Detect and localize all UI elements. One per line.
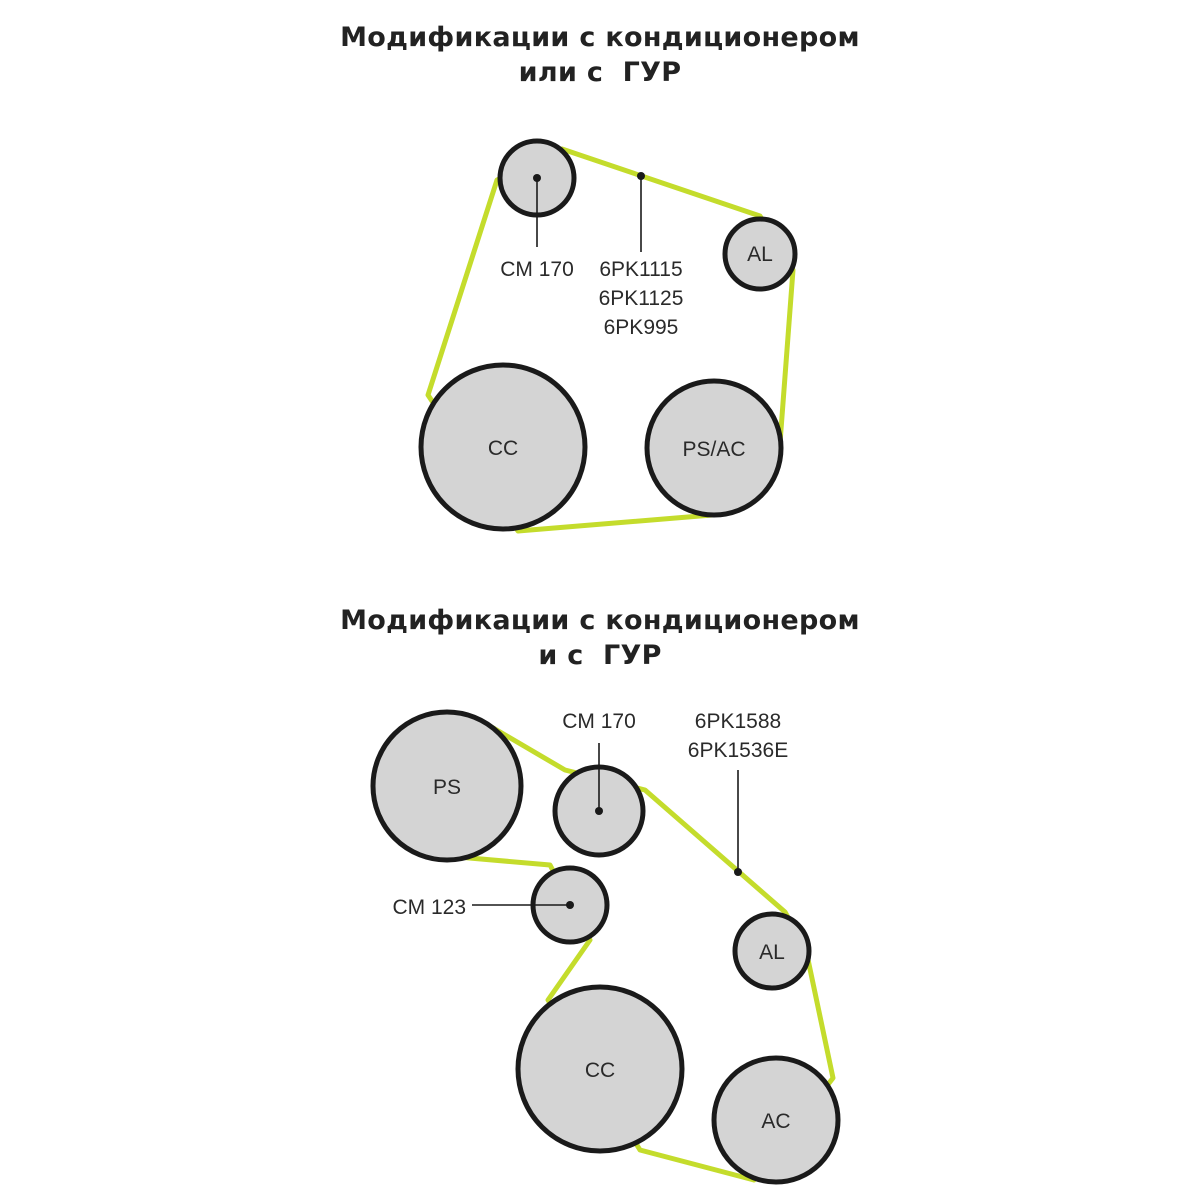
- diagram-1-pulley-al-disc: [722, 216, 798, 292]
- diagram-1-tensioner-callout: CM 170: [500, 258, 574, 281]
- diagram-2-title: Модификации с кондиционером и с ГУР: [0, 603, 1200, 673]
- diagram-2-pulley-ps-label: PS: [433, 776, 461, 799]
- diagram-1-pulley-psac-disc: [644, 378, 784, 518]
- diagram-2-pulley-al: AL: [732, 911, 812, 991]
- diagram-2-pulley-cc-disc: [515, 984, 685, 1154]
- diagram-2-pulley-al-label: AL: [759, 941, 785, 964]
- diagram-1-pulley-al: AL: [722, 216, 798, 292]
- diagram-2-pulley-al-disc: [732, 911, 812, 991]
- diagram-2-pulley-ac-disc: [711, 1055, 841, 1185]
- diagram-1-pulley-cc-label: CC: [488, 437, 518, 460]
- diagram-2-pulley-cc-label: CC: [585, 1059, 615, 1082]
- diagram-2-pulley-ps-disc: [370, 709, 524, 863]
- diagram-1-belt-callout-3: 6PK995: [604, 316, 679, 339]
- diagram-1-title-line-2: или с ГУР: [518, 57, 682, 88]
- diagram-2-belt-callout-1: 6PK1588: [695, 710, 781, 733]
- diagram-2-title-line-2: и с ГУР: [538, 640, 662, 671]
- diagram-2-belt-callout-dot: [734, 868, 742, 876]
- diagram-1-title: Модификации с кондиционером или с ГУР: [0, 20, 1200, 90]
- diagram-1-belt-callout-1: 6PK1115: [599, 258, 682, 281]
- diagram-2: PS AL CC AC CM 170 CM 123 6PK1588 6PK15: [370, 709, 841, 1185]
- diagram-1-pulley-psac: PS/AC: [644, 378, 784, 518]
- diagram-1: AL CC PS/AC CM 170 6PK1115 6PK1125 6PK99…: [418, 138, 798, 534]
- diagram-2-tensioner-callout: CM 170: [562, 710, 636, 733]
- diagram-1-pulley-cc-disc: [418, 362, 588, 532]
- diagram-2-pulley-ac-label: AC: [761, 1110, 790, 1133]
- diagram-1-title-line-1: Модификации с кондиционером: [340, 22, 860, 53]
- diagram-2-title-line-1: Модификации с кондиционером: [340, 605, 860, 636]
- diagram-2-idler-callout: CM 123: [392, 896, 466, 919]
- diagram-2-pulley-cc: CC: [515, 984, 685, 1154]
- diagram-2-pulley-ps: PS: [370, 709, 524, 863]
- diagram-1-pulley-psac-label: PS/AC: [682, 438, 745, 461]
- diagram-1-belt-callout-2: 6PK1125: [599, 287, 684, 310]
- diagram-1-pulley-al-label: AL: [747, 243, 773, 266]
- diagram-2-pulley-ac: AC: [711, 1055, 841, 1185]
- diagram-1-pulley-cc: CC: [418, 362, 588, 532]
- diagram-2-belt-callout-2: 6PK1536E: [688, 739, 788, 762]
